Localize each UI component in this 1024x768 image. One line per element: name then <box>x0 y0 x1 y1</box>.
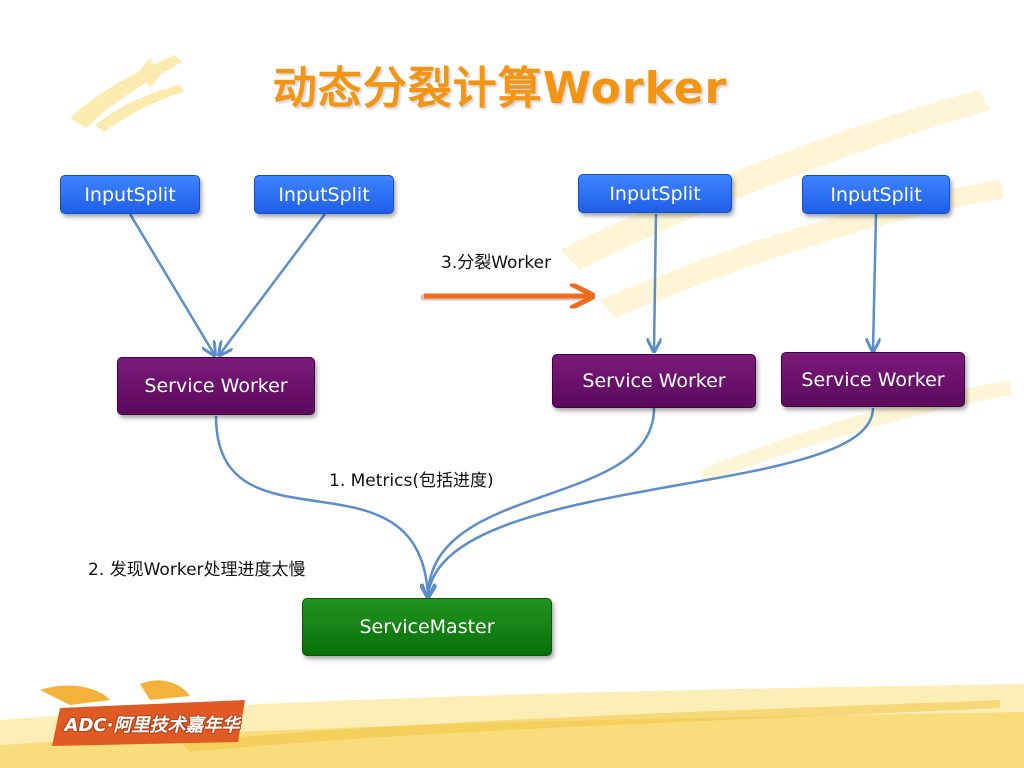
inputsplit-node-3: InputSplit <box>578 174 732 213</box>
page-title: 动态分裂计算Worker <box>272 63 728 114</box>
edge-worker-3-to-master <box>428 407 875 596</box>
found-slow-label: 2. 发现Worker处理进度太慢 <box>88 560 306 580</box>
service-worker-node-2: Service Worker <box>552 354 756 408</box>
split-arrow <box>420 296 590 297</box>
connectors <box>128 213 876 596</box>
split-worker-label: 3.分裂Worker <box>441 253 552 273</box>
edge-inputsplit-4-to-worker-3 <box>873 213 876 350</box>
inputsplit-node-2: InputSplit <box>254 175 394 214</box>
brush-stroke-right <box>560 90 1012 482</box>
inputsplit-node-4: InputSplit <box>802 175 950 214</box>
service-master-node: ServiceMaster <box>302 598 552 656</box>
edge-inputsplit-2-to-worker-1 <box>220 213 326 354</box>
edge-inputsplit-3-to-worker-2 <box>654 213 656 350</box>
edge-worker-2-to-master <box>428 407 656 596</box>
brush-stroke-bottom <box>0 684 1024 768</box>
service-worker-node-3: Service Worker <box>781 352 965 407</box>
service-worker-node-1: Service Worker <box>117 357 315 415</box>
metrics-label: 1. Metrics(包括进度) <box>329 471 494 491</box>
brush-stroke-top-left <box>70 55 184 132</box>
logo-badge <box>40 680 245 746</box>
adc-logo: ADC·阿里技术嘉年华 <box>64 715 240 736</box>
inputsplit-node-1: InputSplit <box>60 175 200 214</box>
edge-worker-1-to-master <box>214 415 428 596</box>
edge-inputsplit-1-to-worker-1 <box>128 213 214 354</box>
